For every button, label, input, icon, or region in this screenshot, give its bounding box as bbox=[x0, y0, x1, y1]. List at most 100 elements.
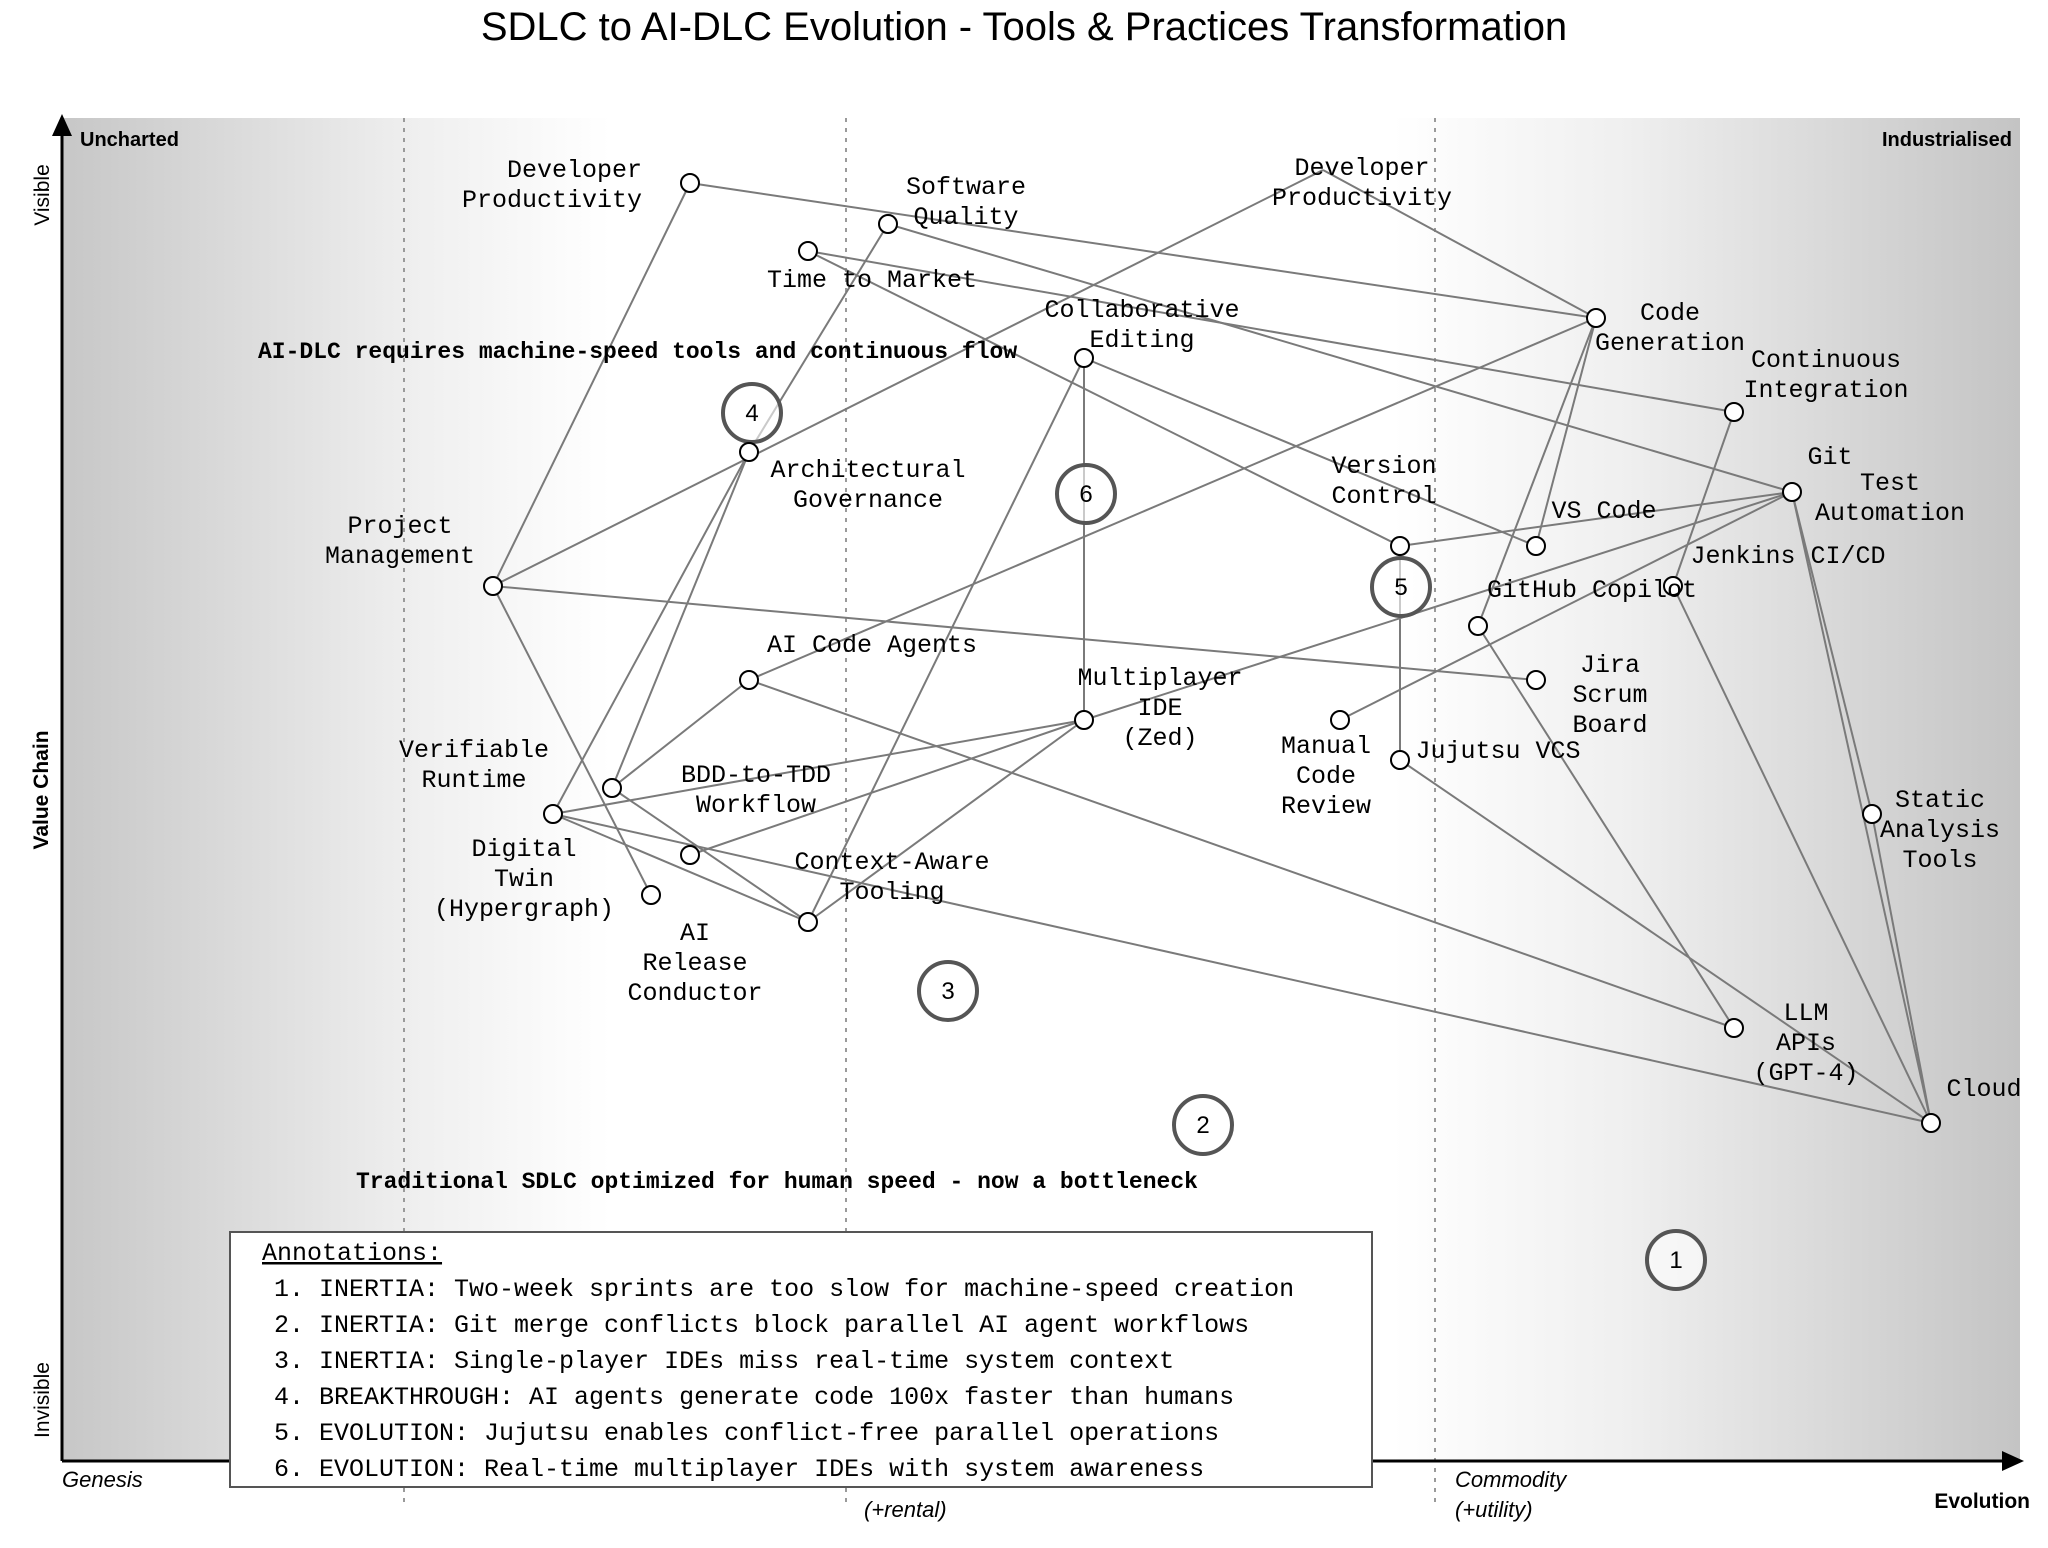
link-devprod1-codegen bbox=[689, 182, 1597, 319]
component-vscode[interactable]: VS Code bbox=[1526, 497, 1657, 556]
component-label: Review bbox=[1281, 792, 1371, 821]
component-node[interactable] bbox=[1921, 1113, 1941, 1133]
note-ai-dlc: AI-DLC requires machine-speed tools and … bbox=[258, 339, 1017, 365]
component-node[interactable] bbox=[1468, 616, 1488, 636]
annotation-marker-circle bbox=[1172, 1094, 1234, 1156]
annotation-item-5: 5. EVOLUTION: Jujutsu enables conflict-f… bbox=[274, 1419, 1219, 1448]
component-git[interactable]: Git bbox=[1782, 443, 1853, 502]
link-mide-dt bbox=[689, 719, 1085, 856]
component-node[interactable] bbox=[1074, 710, 1094, 730]
component-jj[interactable]: Jujutsu VCS bbox=[1390, 737, 1581, 770]
link-git-vc bbox=[1399, 491, 1793, 547]
annotation-marker-6: 6 bbox=[1055, 463, 1117, 525]
y-axis-title: Value Chain bbox=[30, 730, 53, 849]
component-label: AI bbox=[680, 919, 710, 948]
component-node[interactable] bbox=[1330, 710, 1350, 730]
annotations-box: Annotations: 1. INERTIA: Two-week sprint… bbox=[229, 1231, 1373, 1488]
annotation-marker-circle bbox=[1370, 556, 1432, 618]
link-jj-cloud bbox=[1399, 759, 1932, 1124]
annotation-marker-5: 5 bbox=[1370, 556, 1432, 618]
component-label: Context-Aware bbox=[794, 848, 989, 877]
component-node[interactable] bbox=[602, 778, 622, 798]
annotations-heading: Annotations: bbox=[262, 1239, 442, 1268]
y-axis-arrow bbox=[52, 114, 72, 136]
component-node[interactable] bbox=[1526, 670, 1546, 690]
component-ttm[interactable]: Time to Market bbox=[767, 241, 977, 295]
link-devprod2-pm bbox=[492, 169, 1324, 587]
component-label: Time to Market bbox=[767, 266, 977, 295]
component-label: Multiplayer bbox=[1077, 664, 1242, 693]
component-node[interactable] bbox=[878, 214, 898, 234]
component-node[interactable] bbox=[1586, 308, 1606, 328]
link-sat-cloud bbox=[1871, 813, 1932, 1124]
link-mide-cat bbox=[807, 719, 1085, 923]
component-label: Control bbox=[1331, 482, 1436, 511]
component-node[interactable] bbox=[1862, 804, 1882, 824]
link-archgov-vr bbox=[552, 451, 750, 815]
component-node[interactable] bbox=[739, 442, 759, 462]
component-node[interactable] bbox=[1526, 536, 1546, 556]
component-node[interactable] bbox=[1663, 576, 1683, 596]
component-copilot[interactable]: GitHub Copilot bbox=[1468, 576, 1697, 636]
component-label: Jira bbox=[1580, 651, 1640, 680]
component-node[interactable] bbox=[1782, 482, 1802, 502]
annotation-marker-circle bbox=[1645, 1229, 1707, 1291]
link-codegen-agents bbox=[748, 317, 1597, 681]
link-bdd-cat bbox=[611, 787, 809, 923]
component-node[interactable] bbox=[1074, 348, 1094, 368]
annotation-marker-number: 3 bbox=[941, 978, 954, 1005]
link-devprod1-pm bbox=[492, 182, 691, 587]
annotations-box-frame bbox=[229, 1231, 1373, 1488]
component-label: VS Code bbox=[1551, 497, 1656, 526]
link-git-cloud bbox=[1791, 491, 1932, 1124]
stage-label-1: Genesis bbox=[62, 1467, 143, 1492]
component-agents[interactable]: AI Code Agents bbox=[739, 631, 977, 690]
component-node[interactable] bbox=[641, 885, 661, 905]
link-codegen-copilot bbox=[1477, 317, 1597, 627]
component-node[interactable] bbox=[1390, 536, 1410, 556]
link-vr-cloud bbox=[552, 813, 1932, 1124]
annotation-marker-number: 5 bbox=[1394, 574, 1407, 601]
stage-label-3: (+rental) bbox=[864, 1497, 947, 1522]
component-node[interactable] bbox=[543, 804, 563, 824]
annotation-marker-number: 4 bbox=[745, 400, 758, 427]
component-label: Governance bbox=[793, 486, 943, 515]
component-node[interactable] bbox=[680, 173, 700, 193]
component-node[interactable] bbox=[680, 845, 700, 865]
component-label: Productivity bbox=[1272, 184, 1452, 213]
link-git-mide bbox=[1083, 491, 1793, 721]
component-node[interactable] bbox=[798, 241, 818, 261]
component-jenkins[interactable]: Jenkins CI/CD bbox=[1663, 542, 1886, 596]
component-label: (Hypergraph) bbox=[434, 895, 614, 924]
component-node[interactable] bbox=[1390, 750, 1410, 770]
component-node[interactable] bbox=[483, 576, 503, 596]
stage-label-4: Commodity bbox=[1455, 1467, 1568, 1492]
component-node[interactable] bbox=[739, 670, 759, 690]
component-node[interactable] bbox=[1724, 402, 1744, 422]
component-node[interactable] bbox=[1724, 1018, 1744, 1038]
component-cloud[interactable]: Cloud bbox=[1921, 1075, 2022, 1133]
y-axis-top-label: Visible bbox=[31, 164, 54, 225]
component-node[interactable] bbox=[798, 912, 818, 932]
